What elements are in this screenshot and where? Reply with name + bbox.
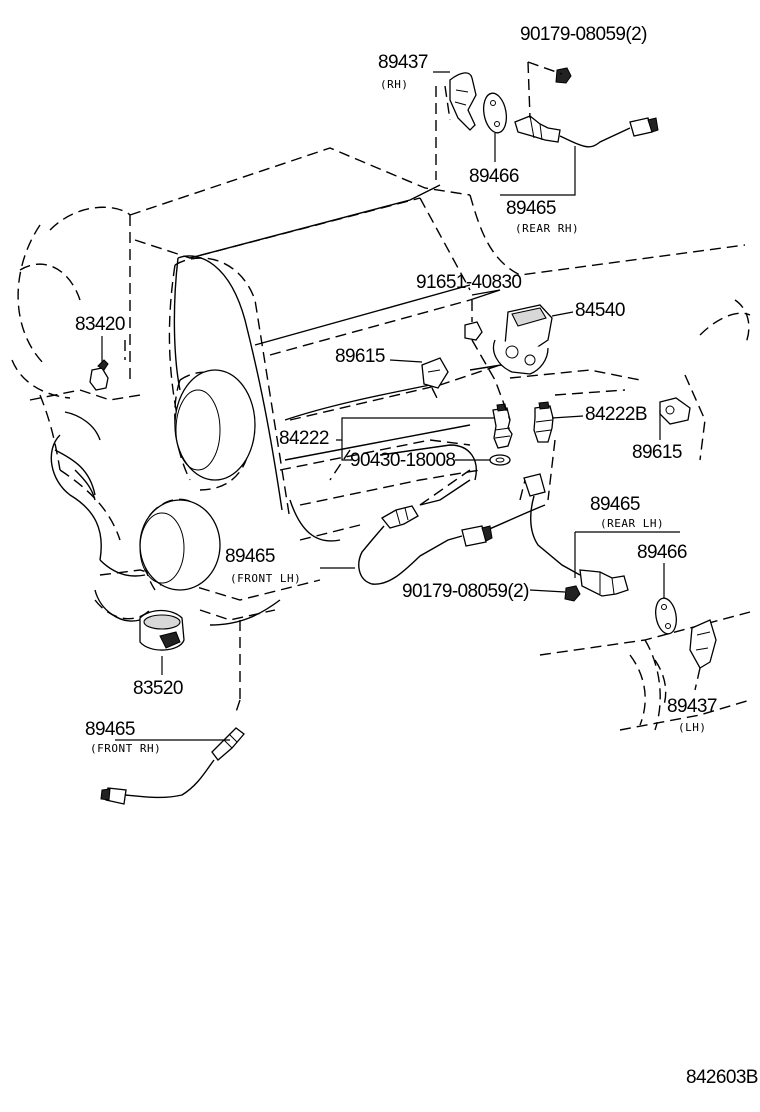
label-90179-bottom: 90179-08059(2) <box>402 581 529 602</box>
lh-heat-insulator-89437 <box>689 619 717 669</box>
temperature-sensor-84222B <box>533 401 554 443</box>
label-89437-rh: 89437 <box>378 52 428 73</box>
part-labels: 90179-08059(2) 89437 (RH) 89466 89465 (R… <box>75 24 758 1088</box>
vsv-valve-84540 <box>492 304 553 375</box>
label-89465-front-lh-note: (FRONT LH) <box>230 572 301 585</box>
rh-nut-90179-top <box>555 67 572 84</box>
rear-lh-oxygen-sensor-89465 <box>523 473 629 597</box>
front-lh-oxygen-sensor-89465 <box>358 505 493 585</box>
vsv-89615-right <box>659 397 691 425</box>
label-84540: 84540 <box>575 300 625 321</box>
knock-sensor-83520 <box>139 609 185 651</box>
label-89615-left: 89615 <box>335 346 385 367</box>
label-89437-rh-note: (RH) <box>380 78 409 91</box>
rear-rh-oxygen-sensor-89465 <box>514 115 659 148</box>
temperature-sensor-84222 <box>492 403 513 449</box>
label-89465-front-lh: 89465 <box>225 546 275 567</box>
label-89465-front-rh: 89465 <box>85 719 135 740</box>
leader-lines <box>101 61 701 741</box>
label-89465-rear-lh-note: (REAR LH) <box>600 517 664 530</box>
label-89466-top: 89466 <box>469 166 519 187</box>
label-89615-right: 89615 <box>632 442 682 463</box>
gasket-90430 <box>489 454 511 466</box>
label-91651: 91651-40830 <box>416 272 521 293</box>
label-90430: 90430-18008 <box>350 450 455 471</box>
nut-91651 <box>464 321 483 341</box>
label-89466-lh: 89466 <box>637 542 687 563</box>
engine-outline <box>11 147 751 731</box>
knock-sensor-83420 <box>89 359 109 391</box>
label-89465-rear-rh: 89465 <box>506 198 556 219</box>
lh-gasket-89466 <box>655 597 677 635</box>
label-83520: 83520 <box>133 678 183 699</box>
label-90179-top: 90179-08059(2) <box>520 24 647 45</box>
label-89437-lh-note: (LH) <box>678 721 707 734</box>
label-89465-front-rh-note: (FRONT RH) <box>90 742 161 755</box>
label-89465-rear-rh-note: (REAR RH) <box>515 222 579 235</box>
rh-heat-insulator-89437 <box>449 72 477 131</box>
label-83420: 83420 <box>75 314 125 335</box>
diagram-code: 842603B <box>686 1067 758 1088</box>
vsv-89615-left <box>421 357 449 389</box>
rh-gasket-89466-top <box>482 92 508 134</box>
label-89437-lh: 89437 <box>667 696 717 717</box>
nut-90179-bottom <box>564 585 581 602</box>
label-84222: 84222 <box>279 428 329 449</box>
label-89465-rear-lh: 89465 <box>590 494 640 515</box>
label-84222B: 84222B <box>585 404 647 425</box>
engine-block-sketch <box>50 184 546 626</box>
